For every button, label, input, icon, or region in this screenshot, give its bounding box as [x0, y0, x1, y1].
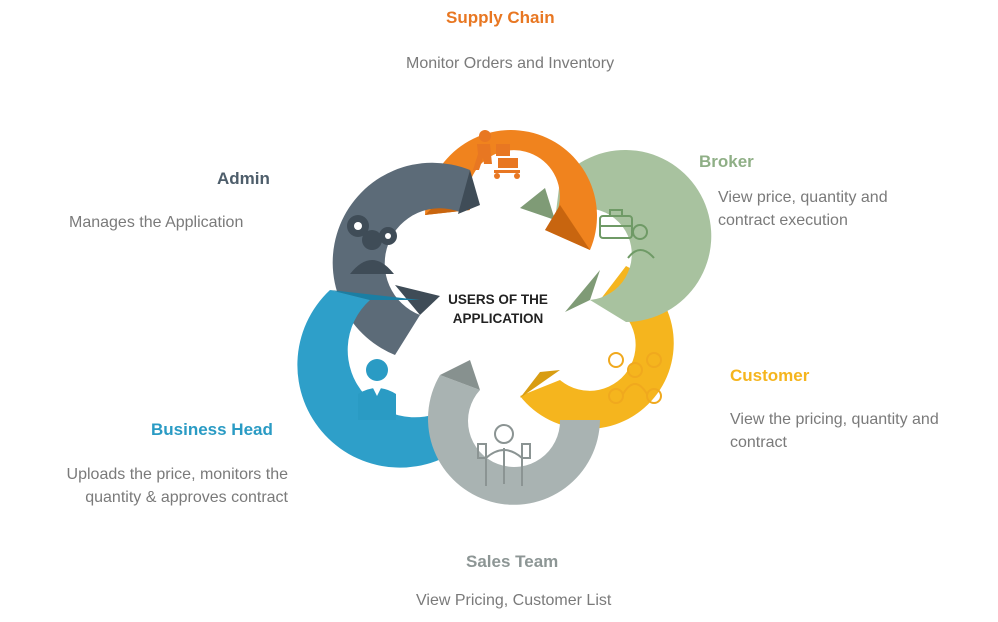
broker-title: Broker [699, 152, 754, 171]
broker-description: View price, quantity and contract execut… [718, 186, 888, 232]
sales-team-title: Sales Team [466, 552, 559, 571]
supply-chain-title: Supply Chain [446, 8, 555, 27]
salesperson-icon [477, 424, 531, 486]
center-label-line2: APPLICATION [452, 311, 544, 326]
broker-description-line2: contract execution [718, 212, 848, 229]
customer-title: Customer [730, 366, 810, 385]
ring-sales-team [428, 360, 600, 505]
briefcase-person-icon [599, 209, 655, 259]
sales-team-description: View Pricing, Customer List [416, 592, 612, 609]
customer-description-line2: contract [730, 434, 787, 451]
ring-business-head [297, 290, 470, 468]
center-label-line1: USERS OF THE [448, 292, 548, 307]
gear-person-icon [347, 215, 397, 274]
business-head-description-line2: quantity & approves contract [85, 489, 288, 506]
customer-description-line1: View the pricing, quantity and [730, 411, 939, 428]
broker-description-line1: View price, quantity and [718, 189, 888, 206]
admin-description: Manages the Application [69, 214, 244, 231]
delivery-worker-icon [473, 130, 520, 179]
supply-chain-description: Monitor Orders and Inventory [406, 55, 615, 72]
customer-description: View the pricing, quantity and contract [730, 408, 939, 454]
admin-title: Admin [217, 169, 270, 188]
business-head-description-line1: Uploads the price, monitors the [66, 466, 288, 483]
customer-group-icon [608, 352, 662, 404]
business-head-title: Business Head [151, 420, 273, 439]
business-person-icon [358, 359, 396, 420]
business-head-description: Uploads the price, monitors the quantity… [20, 463, 288, 509]
center-label: USERS OF THE APPLICATION [410, 290, 586, 328]
